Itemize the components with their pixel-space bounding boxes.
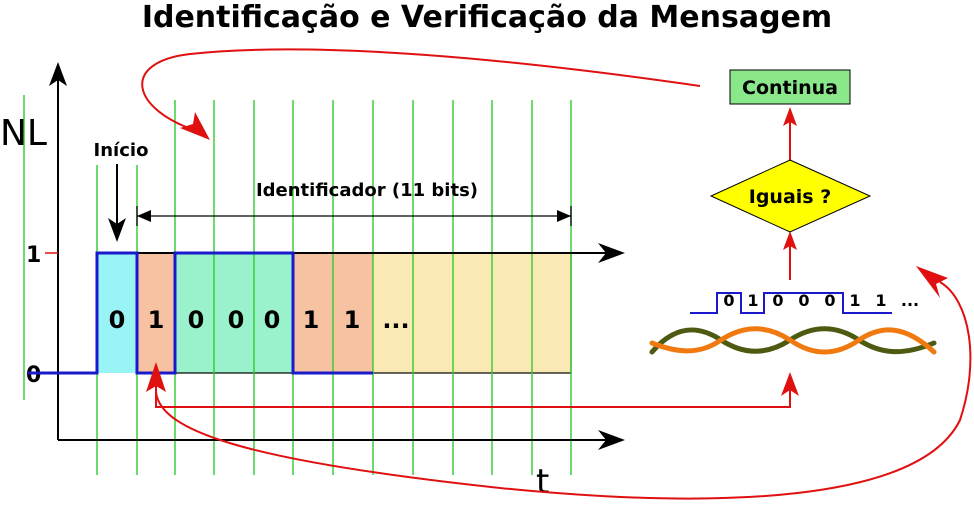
cell-start: [97, 253, 137, 373]
y-axis-label: NL: [0, 113, 47, 154]
cell-bit-1: [137, 253, 175, 373]
feedback-arrows: [141, 48, 972, 500]
decoded-bit: 0: [723, 291, 734, 310]
decoded-bits: 0 1 0 0 0 1 1 ...: [723, 291, 919, 310]
continue-box: [729, 69, 851, 105]
bit-labels: 0 1 0 0 0 1 1 ...: [109, 306, 410, 334]
decoded-bit: 0: [824, 291, 835, 310]
bit-label: 1: [148, 306, 165, 334]
start-arrow-head: [108, 218, 126, 242]
decoded-bit: 0: [798, 291, 809, 310]
identifier-label: Identificador (11 bits): [256, 180, 478, 201]
level-high-label: 1: [26, 243, 41, 268]
feedback-arrowheads: [146, 107, 948, 396]
bus-line-high: [649, 326, 937, 355]
x-axis-label: t: [536, 462, 549, 502]
identifier-arrow-left: [137, 210, 151, 222]
level-low-label: 0: [26, 363, 41, 388]
compare-diamond: [709, 159, 872, 233]
bit-label: 0: [188, 306, 205, 334]
cell-rest: [373, 253, 571, 373]
identifier-arrow-right: [557, 210, 571, 222]
bit-cells: [97, 252, 572, 374]
bit-label: 0: [109, 306, 126, 334]
decoded-bit: 1: [849, 291, 860, 310]
decoded-signal: [690, 292, 892, 314]
decoded-bit: 1: [875, 291, 886, 310]
bit-label: 1: [344, 306, 361, 334]
continue-loop-arrow: [141, 48, 701, 133]
bit-label: 0: [228, 306, 245, 334]
bit-label: 0: [264, 306, 281, 334]
continue-label: Continua: [742, 77, 838, 99]
diagram-title: Identificação e Verificação da Mensagem: [142, 0, 832, 35]
bit-label: 1: [303, 306, 320, 334]
cell-bits-2-4: [175, 253, 293, 373]
start-label: Início: [94, 140, 149, 161]
decoded-bit: 1: [747, 291, 758, 310]
sample-to-decoder-arrow: [155, 378, 791, 408]
decoded-bit: 0: [772, 291, 783, 310]
compare-label: Iguais ?: [749, 186, 831, 208]
decoded-ellipsis: ...: [901, 291, 919, 310]
return-loop-arrow: [155, 281, 972, 500]
bits-ellipsis: ...: [382, 306, 409, 334]
